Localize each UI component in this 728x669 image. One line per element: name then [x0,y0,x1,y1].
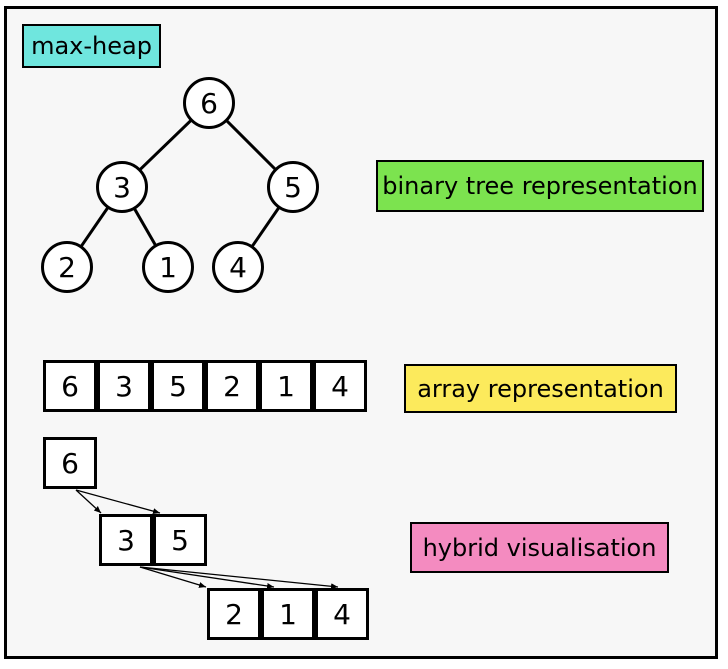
array-cell: 3 [97,360,151,412]
arrow-6-3 [75,489,102,514]
arrow-3-2 [139,566,207,588]
tree-representation-label: binary tree representation [376,160,704,212]
array-cell: 6 [43,360,97,412]
array-cell: 1 [259,360,313,412]
hybrid-cell: 3 [99,514,153,566]
hybrid-cell: 4 [315,588,369,640]
arrow-6-5 [75,489,161,515]
tree-node: 4 [212,241,264,293]
tree-node: 2 [41,241,93,293]
hybrid-cell: 2 [207,588,261,640]
tree-node: 5 [267,161,319,213]
tree-node: 3 [96,161,148,213]
array-cell: 4 [313,360,367,412]
hybrid-cell: 1 [261,588,315,640]
tree-node: 1 [142,241,194,293]
title-label: max-heap [22,24,161,68]
arrow-5-4 [139,566,339,590]
array-cell: 2 [205,360,259,412]
tree-node: 6 [183,77,235,129]
hybrid-arrows [75,489,339,590]
arrow-3-1 [139,566,275,589]
hybrid-cell: 6 [43,437,97,489]
array-cell: 5 [151,360,205,412]
hybrid-cell: 5 [153,514,207,566]
hybrid-visualisation-label: hybrid visualisation [410,522,669,573]
array-representation-label: array representation [404,364,677,413]
